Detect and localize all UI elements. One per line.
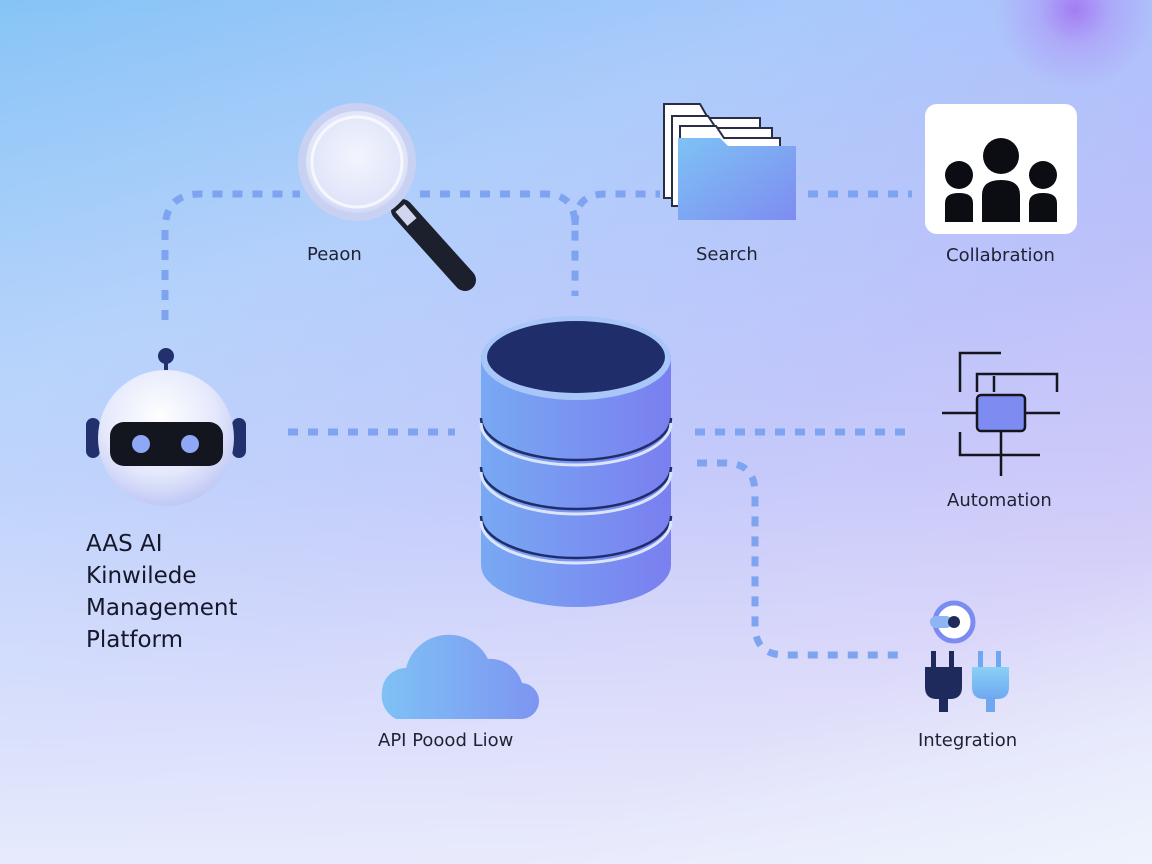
connectors [161, 190, 912, 659]
platform-title-line-2: Kinwilede [86, 563, 197, 589]
connector-robot-peaon [161, 190, 300, 320]
connector-hub-search [571, 190, 660, 226]
collaboration-label: Collabration [946, 245, 1055, 266]
platform-title-line-3: Management [86, 595, 238, 621]
robot-icon [86, 348, 246, 506]
connector-db-integration [697, 459, 905, 659]
connector-peaon-search [420, 190, 579, 296]
platform-title: AAS AI Kinwilede Management Platform [86, 528, 238, 656]
integration-label: Integration [918, 730, 1018, 751]
cloud-icon [381, 634, 540, 720]
platform-title-line-4: Platform [86, 627, 183, 653]
automation-label: Automation [947, 490, 1052, 511]
api-label: API Poood Liow [378, 730, 514, 751]
magnifier-icon [298, 103, 476, 291]
platform-title-line-1: AAS AI [86, 531, 163, 557]
database-icon [479, 316, 673, 607]
people-icon [925, 104, 1077, 234]
plug-icon [925, 600, 1009, 712]
circuit-icon [942, 351, 1060, 476]
peaon-label: Peaon [307, 244, 362, 265]
folder-icon [663, 103, 796, 220]
search-label: Search [696, 244, 758, 265]
